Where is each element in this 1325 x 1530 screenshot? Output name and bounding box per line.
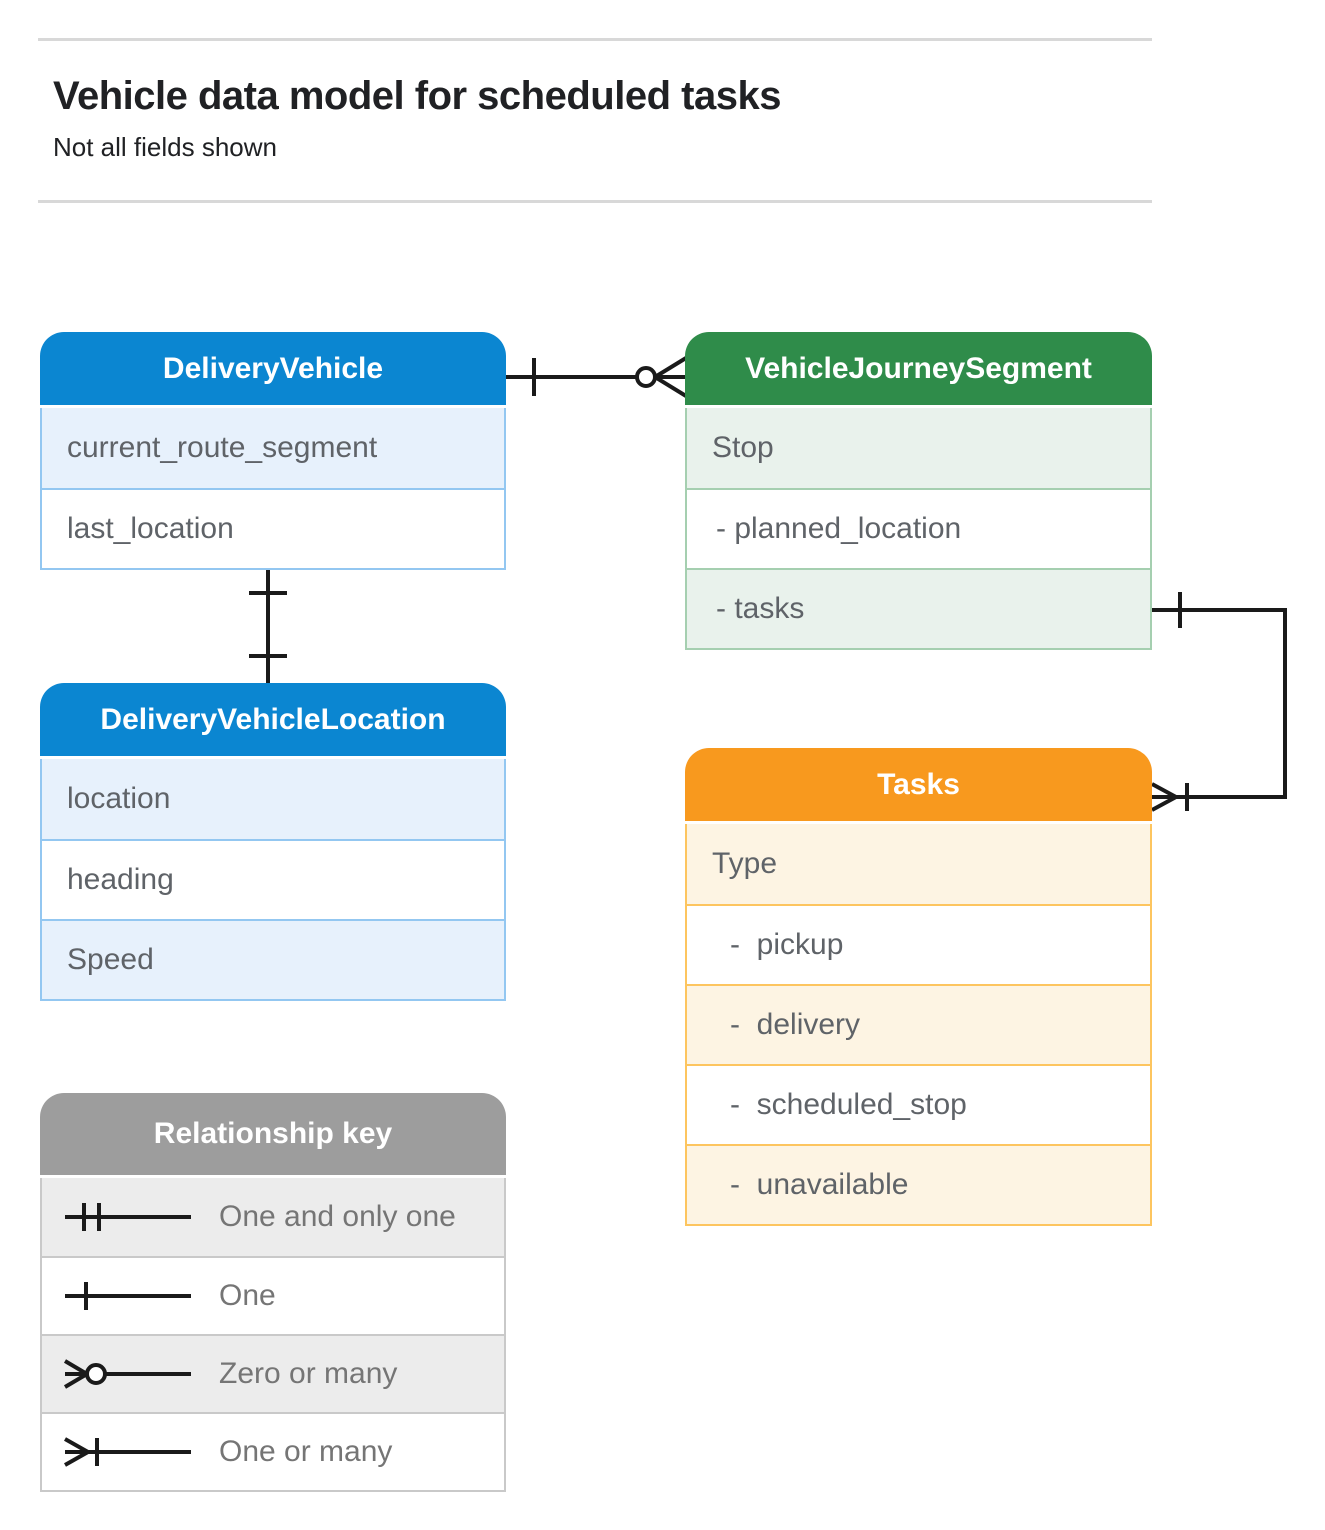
entity-header-deliveryvehicle: DeliveryVehicle: [40, 332, 506, 408]
legend-label: One and only one: [219, 1200, 456, 1233]
field-row: - unavailable: [687, 1144, 1150, 1224]
legend-row: One: [42, 1256, 504, 1334]
legend-label: One or many: [219, 1435, 393, 1468]
legend-row: One or many: [42, 1412, 504, 1490]
entity-rows: Stop- planned_location- tasks: [685, 408, 1152, 650]
entity-tasks: Tasks Type- pickup- delivery- scheduled_…: [685, 748, 1152, 1226]
page-title: Vehicle data model for scheduled tasks: [53, 74, 781, 118]
entity-rows: Type- pickup- delivery- scheduled_stop- …: [685, 824, 1152, 1226]
field-row: - delivery: [687, 984, 1150, 1064]
entity-header-deliveryvehiclelocation: DeliveryVehicleLocation: [40, 683, 506, 759]
relationship-key: Relationship key One and only one One Ze…: [40, 1093, 506, 1492]
one-and-only-one-icon: [65, 1203, 191, 1231]
legend-label: Zero or many: [219, 1357, 398, 1390]
entity-vehiclejourneysegment: VehicleJourneySegment Stop- planned_loca…: [685, 332, 1152, 650]
field-row: Stop: [687, 408, 1150, 488]
relationship-key-header: Relationship key: [40, 1093, 506, 1178]
divider-top: [38, 38, 1152, 41]
entity-header-vehiclejourneysegment: VehicleJourneySegment: [685, 332, 1152, 408]
field-row: Speed: [42, 919, 504, 999]
field-row: - planned_location: [687, 488, 1150, 568]
legend-row: One and only one: [42, 1178, 504, 1256]
legend-label: One: [219, 1279, 276, 1312]
zero-or-many-icon: [63, 1359, 191, 1389]
relationship-key-rows: One and only one One Zero or many One or…: [40, 1178, 506, 1492]
field-row: - tasks: [687, 568, 1150, 648]
field-row: Type: [687, 824, 1150, 904]
one-icon: [65, 1282, 191, 1310]
field-row: location: [42, 759, 504, 839]
field-row: - pickup: [687, 904, 1150, 984]
field-row: heading: [42, 839, 504, 919]
connector-deliveryvehicle-deliveryvehiclelocation: [249, 570, 287, 683]
one-or-many-icon: [64, 1437, 191, 1467]
connector-vehiclejourneysegment-tasks: [1151, 592, 1287, 812]
field-row: current_route_segment: [42, 408, 504, 488]
field-row: last_location: [42, 488, 504, 568]
connector-deliveryvehicle-vehiclejourneysegment: [506, 356, 688, 398]
legend-row: Zero or many: [42, 1334, 504, 1412]
divider-bottom: [38, 200, 1152, 203]
entity-header-tasks: Tasks: [685, 748, 1152, 824]
field-row: - scheduled_stop: [687, 1064, 1150, 1144]
page-subtitle: Not all fields shown: [53, 132, 277, 162]
